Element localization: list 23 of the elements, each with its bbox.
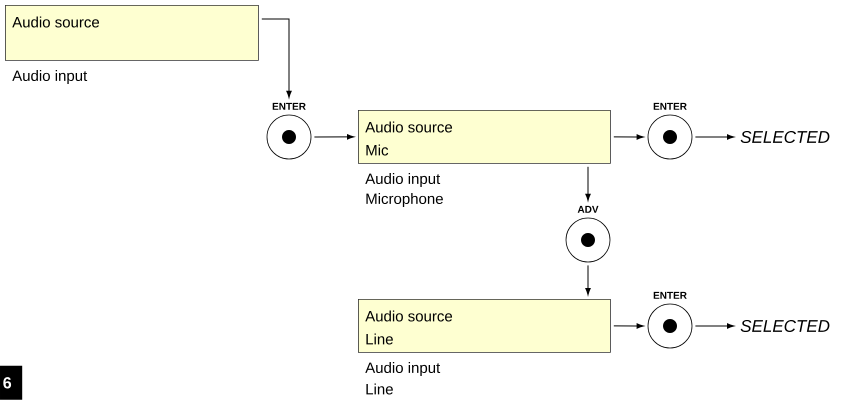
- arrow: [585, 166, 591, 201]
- arrow: [314, 134, 354, 140]
- display-box: Audio source Mic: [358, 110, 611, 164]
- arrow: [613, 134, 644, 140]
- caption-text: Audio input: [365, 362, 440, 376]
- caption-text: Line: [366, 384, 393, 394]
- result-text: SELECTED: [740, 320, 830, 332]
- page-number: 6: [0, 366, 22, 400]
- button-label: ENTER: [272, 102, 306, 110]
- caption-text: Audio input: [365, 173, 440, 187]
- arrow: [613, 323, 644, 329]
- result-text: SELECTED: [740, 130, 830, 144]
- display-box: Audio source: [5, 5, 259, 61]
- arrow: [694, 134, 734, 140]
- display-box: Audio source Line: [358, 299, 611, 353]
- button-label: ADV: [578, 206, 598, 213]
- arrow: [694, 323, 734, 329]
- caption-text: Audio input: [12, 70, 88, 84]
- button-label: ENTER: [654, 292, 687, 299]
- button-label: ENTER: [654, 102, 687, 110]
- arrow: [585, 264, 591, 296]
- arrow: [261, 18, 292, 98]
- caption-text: Microphone: [366, 193, 443, 207]
